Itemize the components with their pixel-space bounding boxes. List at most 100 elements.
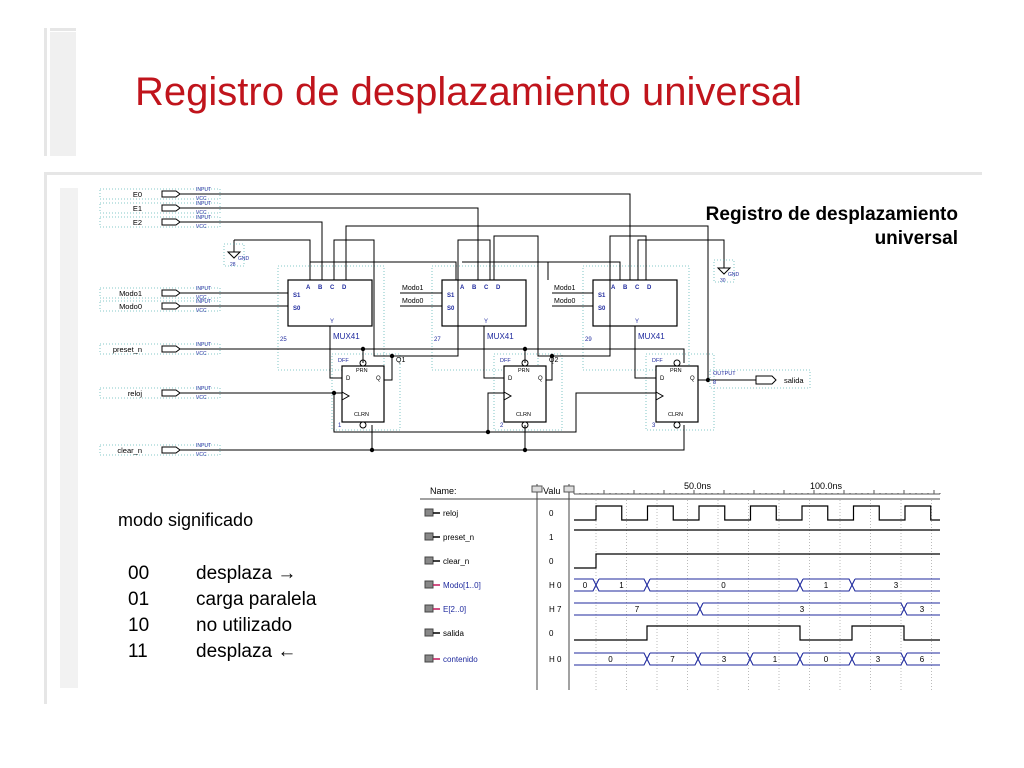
mux-id: 27 [434,337,441,343]
modo-bus-value: 1 [824,581,829,590]
e-bus-segment [699,602,905,616]
input-pin-label: E1 [133,204,142,213]
signal-value: H 0 [549,581,562,590]
modo-bus-value: 0 [583,581,588,590]
input-pin-vcc-tag: VCC [196,351,207,357]
input-pin-symbol [161,345,181,353]
signal-icon [424,508,434,517]
contenido-bus-value: 6 [920,655,925,664]
output-pin-dotted-frame [709,369,811,389]
contenido-bus-value: 1 [773,655,778,664]
mode-label: Modo0 [402,298,424,305]
signal-value: 0 [549,557,554,566]
diagram-canvas [92,182,970,690]
signal-icon [424,654,434,663]
e-bus-value: 7 [635,605,640,614]
signal-icon [424,556,434,565]
waveform-name-header: Name: [430,486,457,496]
junction-dot [522,447,528,453]
input-pin-label: clear_n [117,446,142,455]
contenido-bus-segment [851,652,905,666]
gnd-tag: GND [238,256,250,262]
dff-clock-triangle [341,391,351,401]
mode-label: Modo1 [402,285,424,292]
dff-clock-triangle [503,391,513,401]
q1-forward-wire [392,239,491,357]
input-pin-symbol [161,218,181,226]
signal-name: reloj [443,509,458,518]
input-pin-symbol [161,302,181,310]
contenido-bus-segment [749,652,801,666]
dff-clrn-label: CLRN [668,412,683,418]
frame-mid-top [44,172,982,175]
input-pin-tag: INPUT [196,443,211,449]
input-pin-label: E0 [133,190,142,199]
e1-wire [196,207,479,280]
dff-id: 2 [500,423,504,429]
q1-feedback-wire [333,239,393,381]
gnd-tag: GND [728,272,740,278]
contenido-bus-segment [646,652,699,666]
output-pin-tag: OUTPUT [713,371,736,377]
waveform-divider-handle [531,485,543,493]
mux-select-label: S0 [447,306,455,312]
dff-q-label: Q [538,376,543,382]
modo-bus-segment [799,578,853,592]
signal-value: H 7 [549,605,562,614]
gnd-symbol [226,251,242,259]
mux-type-label: MUX41 [333,332,360,341]
mode-code: 11 [128,641,148,662]
dff-dotted-frame [645,353,715,431]
input-pin-dotted-frame [99,300,221,312]
dff-id: 1 [338,423,342,429]
junction-dot [369,447,375,453]
input-pin-symbol [161,446,181,454]
salida-wave [574,625,940,641]
gnd-dotted-frame [223,243,245,267]
schematic-title-line1: Registro de desplazamiento [706,204,958,225]
modo-bus-value: 0 [721,581,726,590]
input-pin-vcc-tag: VCC [196,452,207,458]
mux1-to-dff1-wire [329,326,342,379]
time-label: 50.0ns [684,481,712,491]
input-pin-tag: INPUT [196,286,211,292]
mux-id: 25 [280,337,287,343]
clear-wave [574,553,940,569]
dff-prn-label: PRN [518,368,530,374]
modo-bus-segment [595,578,648,592]
schematic-title-line2: universal [875,228,958,249]
cross-wire-b [462,261,621,280]
frame-top-left [44,28,47,156]
e-bus-value: 3 [800,605,805,614]
reloj-wave [574,505,940,521]
input-pin-vcc-tag: VCC [196,395,207,401]
mux-input-label: C [484,285,489,291]
q2-feedback-wire [493,235,553,381]
input-pin-dotted-frame [99,343,221,355]
signal-name: Modo[1..0] [443,581,481,590]
contenido-bus-value: 0 [824,655,829,664]
mux-input-label: C [635,285,640,291]
dff-dotted-frame [493,353,563,431]
waveform-value-header: Valu [543,486,560,496]
mux-id: 29 [585,337,592,343]
dff-prn-label: PRN [670,368,682,374]
contenido-bus-value: 3 [876,655,881,664]
signal-value: 1 [549,533,554,542]
input-pin-label: preset_n [113,345,142,354]
gnd-symbol [716,267,732,275]
mux-select-label: S0 [598,306,606,312]
junction-dot [389,353,395,359]
mode-meaning: desplaza ← [196,641,296,662]
input-pin-tag: INPUT [196,215,211,221]
mux-input-label: D [647,285,652,291]
frame-inner-left [60,188,78,688]
mux-select-label: S1 [293,293,301,299]
gnd1-wire [234,239,311,280]
input-pin-tag: INPUT [196,187,211,193]
junction-dot [360,346,366,352]
input-pin-tag: INPUT [196,342,211,348]
input-pin-dotted-frame [99,444,221,456]
gnd2-wire [637,239,725,280]
signal-value: 0 [549,629,554,638]
